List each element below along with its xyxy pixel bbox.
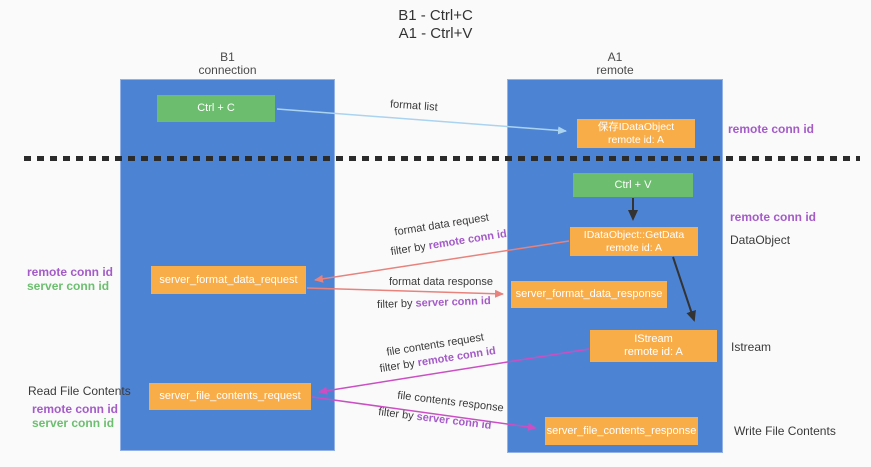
ctrl-v-box: Ctrl + V (573, 173, 693, 197)
istream-line1: IStream (634, 333, 673, 345)
server-conn-id-inline: server conn id (415, 410, 493, 432)
filter-by-text: filter by (389, 240, 430, 259)
server-format-data-response-label: server_format_data_response (515, 288, 663, 300)
lifeline-a1-name: A1 (607, 50, 623, 64)
lifeline-b1-name: B1 (220, 50, 235, 64)
istream-box: IStream remote id: A (590, 330, 717, 362)
filter-by-server-conn-id-label-1: filter by server conn id (377, 295, 491, 311)
filter-by-text: filter by (377, 406, 418, 423)
remote-conn-id-label-top-right: remote conn id (728, 122, 815, 136)
server-conn-id-label-left-2: server conn id (32, 416, 115, 430)
format-list-arrow-label: format list (389, 98, 439, 114)
server-file-contents-response-box: server_file_contents_response (545, 417, 698, 445)
istream-side-label: Istream (731, 340, 772, 354)
getdata-line2: remote id: A (605, 241, 663, 254)
lifeline-a1-role: remote (596, 63, 634, 77)
idataobject-getdata-box: IDataObject::GetData remote id: A (570, 227, 698, 256)
server-file-contents-response-label: server_file_contents_response (546, 424, 697, 437)
format-data-response-arrow-label: format data response (389, 276, 493, 288)
dataobject-label: DataObject (730, 233, 791, 247)
format-data-response-arrow (306, 287, 504, 298)
ctrl-c-box: Ctrl + C (157, 95, 275, 122)
getdata-line1: IDataObject::GetData (583, 228, 685, 241)
diagram-title: B1 - Ctrl+C A1 - Ctrl+V (0, 7, 871, 43)
remote-conn-id-label-left-2: remote conn id (32, 402, 119, 416)
lifeline-b1-role: connection (198, 63, 257, 77)
filter-by-text: filter by (378, 357, 419, 376)
save-idataobject-line2: remote id: A (607, 133, 665, 146)
diagram-title-line2: A1 - Ctrl+V (398, 25, 473, 42)
lifeline-header-a1: A1 remote (507, 51, 723, 77)
server-format-data-response-box: server_format_data_response (511, 281, 667, 308)
server-format-data-request-label: server_format_data_request (159, 273, 298, 286)
server-file-contents-request-label: server_file_contents_request (159, 390, 301, 402)
remote-conn-id-label-left-1: remote conn id (27, 265, 114, 279)
filter-by-text: filter by (376, 297, 416, 311)
save-idataobject-box: 保存IDataObject remote id: A (577, 119, 695, 148)
server-conn-id-label-left-1: server conn id (27, 279, 110, 293)
phase-divider-dashed-line (24, 156, 860, 161)
save-idataobject-line1: 保存IDataObject (597, 120, 675, 133)
server-conn-id-inline: server conn id (415, 295, 491, 310)
server-file-contents-request-box: server_file_contents_request (149, 383, 311, 410)
remote-conn-id-inline: remote conn id (427, 227, 508, 253)
ctrl-v-label: Ctrl + V (614, 178, 652, 191)
server-format-data-request-box: server_format_data_request (151, 266, 306, 294)
read-file-contents-label: Read File Contents (28, 384, 131, 398)
remote-conn-id-label-mid-right: remote conn id (730, 210, 817, 224)
istream-line2: remote id: A (624, 346, 683, 358)
diagram-title-line1: B1 - Ctrl+C (398, 7, 473, 24)
lifeline-header-b1: B1 connection (120, 51, 335, 77)
write-file-contents-label: Write File Contents (734, 424, 836, 438)
ctrl-c-label: Ctrl + C (197, 102, 235, 114)
